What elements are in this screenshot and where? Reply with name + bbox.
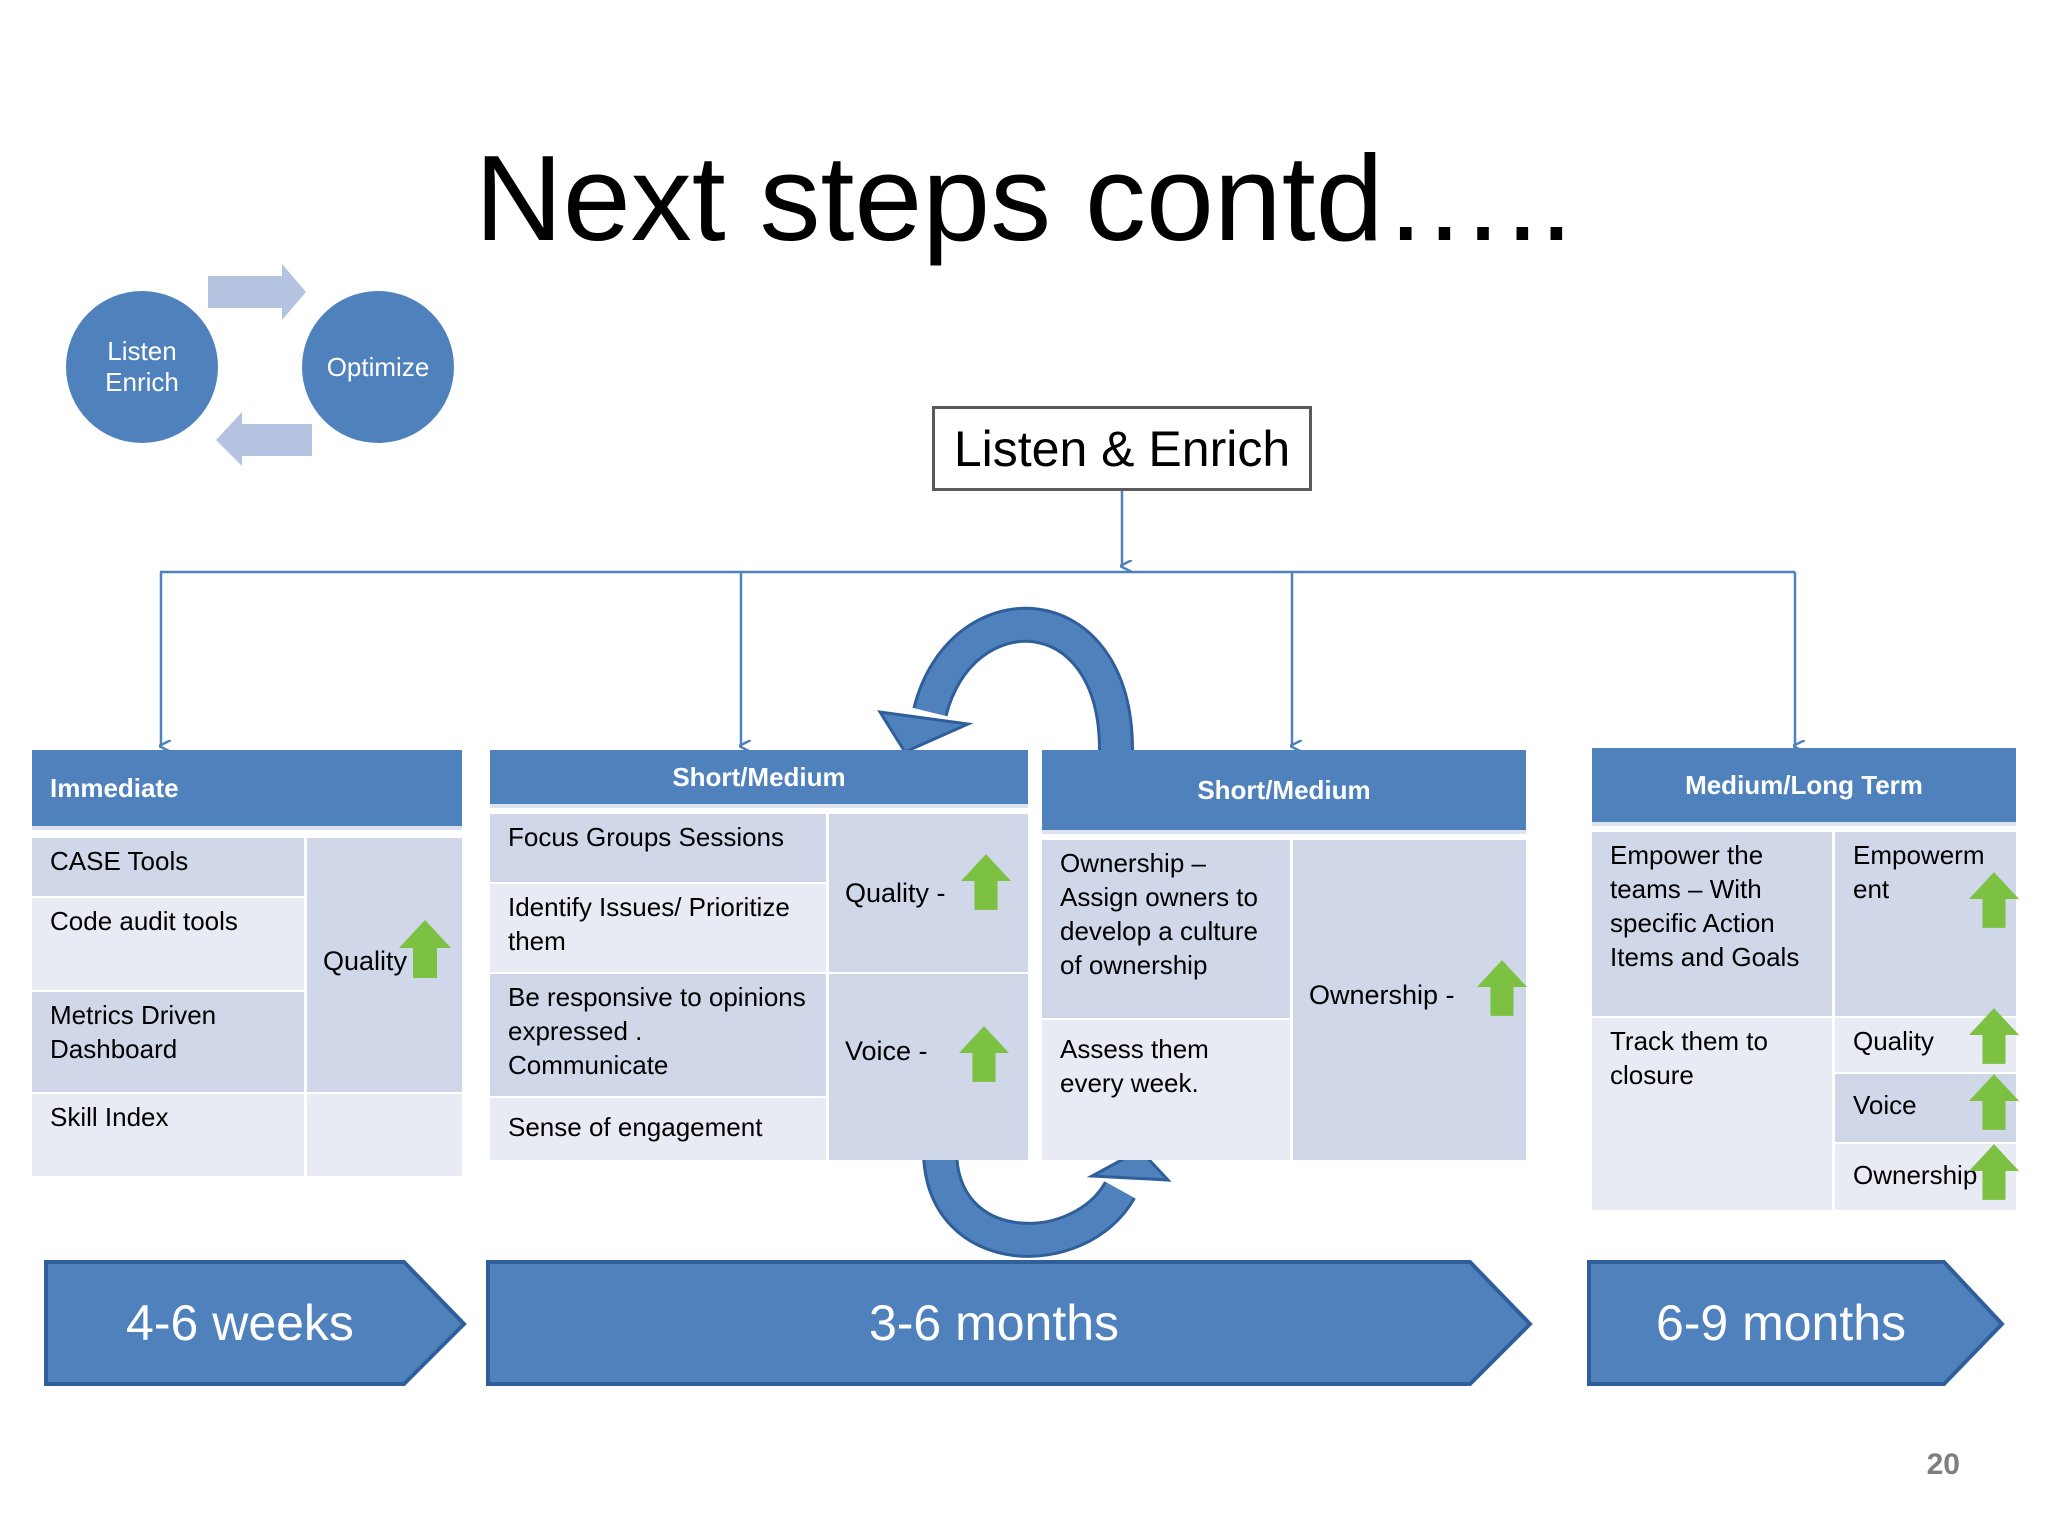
root-node: Listen & Enrich bbox=[932, 406, 1312, 491]
long-tag-ownership: Ownership bbox=[1853, 1160, 1978, 1190]
long-item-1: Empower the teams – With specific Action… bbox=[1592, 832, 1832, 1016]
timeline-label-1: 4-6 weeks bbox=[126, 1295, 354, 1351]
short1-voice-cell: Voice - bbox=[829, 974, 1028, 1160]
root-node-label: Listen & Enrich bbox=[953, 420, 1291, 477]
page-title: Next steps contd….. bbox=[474, 130, 1574, 266]
long-tag-voice: Voice bbox=[1853, 1090, 1917, 1120]
immediate-tag-label: Quality bbox=[323, 946, 408, 976]
timeline-arrow-2 bbox=[486, 1260, 1533, 1386]
timeline-label-3: 6-9 months bbox=[1655, 1295, 1907, 1351]
cycle-arrow-right-icon bbox=[208, 264, 306, 320]
up-arrow-icon bbox=[1477, 960, 1527, 1016]
cycle-circle-optimize: Optimize bbox=[302, 291, 454, 443]
immediate-header: Immediate bbox=[32, 750, 462, 830]
short1-header: Short/Medium bbox=[490, 750, 1028, 808]
cycle-arrow-left-icon bbox=[216, 412, 312, 466]
short2-ownership-cell: Ownership - bbox=[1293, 840, 1527, 1160]
timeline-arrow-3 bbox=[1587, 1260, 2005, 1386]
immediate-item-4: Skill Index bbox=[32, 1094, 304, 1176]
long-tag-ownership-cell: Ownership bbox=[1835, 1144, 2019, 1210]
cycle-circle-listen-enrich: Listen Enrich bbox=[66, 291, 218, 443]
short1-item-2: Identify Issues/ Prioritize them bbox=[490, 884, 826, 972]
up-arrow-icon bbox=[1969, 872, 2019, 928]
short2-header: Short/Medium bbox=[1042, 750, 1526, 834]
immediate-item-2: Code audit tools bbox=[32, 898, 304, 990]
long-tag-quality-cell: Quality bbox=[1835, 1008, 2019, 1072]
up-arrow-icon bbox=[1969, 1008, 2019, 1064]
immediate-item-1: CASE Tools bbox=[32, 838, 304, 896]
long-item-2: Track them to closure bbox=[1592, 1018, 1832, 1210]
short1-tag-quality: Quality - bbox=[845, 878, 946, 908]
short1-tag-voice: Voice - bbox=[845, 1036, 928, 1066]
up-arrow-icon bbox=[961, 854, 1011, 910]
immediate-empty-cell bbox=[307, 1094, 462, 1176]
short2-item-1: Ownership – Assign owners to develop a c… bbox=[1042, 840, 1290, 1018]
immediate-tag-cell: Quality bbox=[307, 838, 462, 1092]
long-tag-empowerment-cell: Empowerm ent bbox=[1835, 832, 2019, 1016]
short1-item-1: Focus Groups Sessions bbox=[490, 814, 826, 882]
short1-item-4: Sense of engagement bbox=[490, 1098, 826, 1160]
timeline-arrow-1 bbox=[44, 1260, 467, 1386]
long-tag-quality: Quality bbox=[1853, 1026, 1934, 1056]
up-arrow-icon bbox=[1969, 1144, 2019, 1200]
long-tag-voice-cell: Voice bbox=[1835, 1074, 2019, 1142]
long-tag-empowerment: Empowerm ent bbox=[1853, 840, 1985, 904]
up-arrow-icon bbox=[399, 920, 451, 978]
immediate-item-3: Metrics Driven Dashboard bbox=[32, 992, 304, 1092]
timeline-label-2: 3-6 months bbox=[868, 1295, 1120, 1351]
up-arrow-icon bbox=[959, 1026, 1009, 1082]
short2-tag-ownership-label: Ownership - bbox=[1309, 980, 1455, 1010]
short1-quality-cell: Quality - bbox=[829, 814, 1028, 972]
up-arrow-icon bbox=[1969, 1074, 2019, 1130]
page-number: 20 bbox=[1926, 1448, 1960, 1481]
short1-item-3: Be responsive to opinions expressed . Co… bbox=[490, 974, 826, 1096]
short2-item-2: Assess them every week. bbox=[1042, 1020, 1290, 1160]
long-header: Medium/Long Term bbox=[1592, 748, 2016, 826]
